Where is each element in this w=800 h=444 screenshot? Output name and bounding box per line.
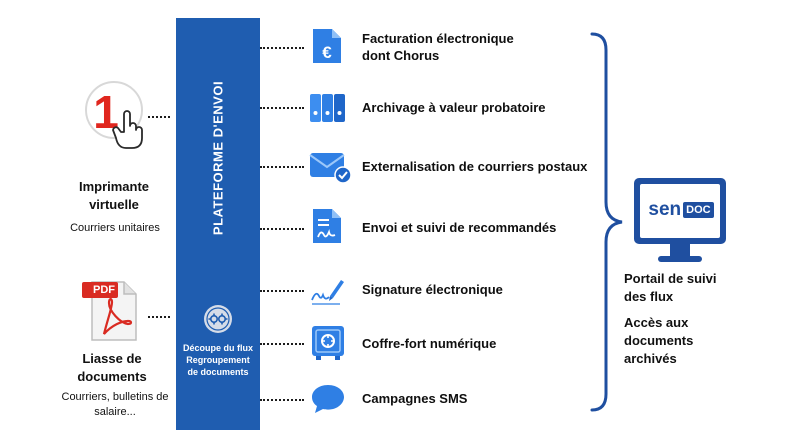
sendoc-logo: sen DOC [645, 198, 717, 222]
gears-processing-icon [204, 305, 232, 333]
process-line-1: Découpe du flux [182, 343, 253, 353]
service-invoicing-line-1: Facturation électronique [362, 31, 514, 46]
connector-service-5 [260, 290, 304, 292]
chat-bubble-icon [312, 385, 344, 413]
service-invoicing-line-2: dont Chorus [362, 48, 440, 63]
logo-text-sen: sen [648, 199, 682, 220]
service-label-signature: Signature électronique [362, 282, 503, 297]
printer-title: Imprimante virtuelle [78, 179, 150, 212]
service-label-sms: Campagnes SMS [362, 391, 468, 406]
portal-title: Portail de suivi des flux [624, 271, 717, 304]
archive-binders-icon [310, 94, 345, 122]
process-line-2: Regroupement [186, 355, 250, 365]
printer-subtitle: Courriers unitaires [70, 222, 160, 234]
platform-bar [176, 18, 260, 430]
signed-document-icon [313, 209, 341, 243]
service-label-safe: Coffre-fort numérique [362, 336, 497, 351]
connector-pdf [148, 316, 170, 318]
service-label-registered: Envoi et suivi de recommandés [362, 220, 557, 235]
grouping-brace [590, 32, 623, 412]
platform-title-wrap: PLATEFORME D'ENVOI [176, 18, 260, 298]
pdf-badge-label: PDF [93, 284, 115, 296]
connector-printer [148, 116, 170, 118]
connector-service-3 [260, 166, 304, 168]
portal-subtitle: Accès aux documents archivés [624, 315, 694, 366]
pen-signature-icon [311, 280, 344, 305]
pdf-subtitle: Courriers, bulletins de salaire... [61, 391, 169, 418]
logo-text-doc: DOC [683, 202, 714, 218]
process-line-3: de documents [187, 367, 249, 377]
connector-service-6 [260, 343, 304, 345]
platform-title: PLATEFORME D'ENVOI [210, 80, 226, 236]
svg-text:€: € [322, 43, 332, 62]
euro-document-icon: € [313, 29, 341, 63]
connector-service-2 [260, 107, 304, 109]
pdf-title: Liasse de documents [77, 351, 147, 384]
service-label-archiving: Archivage à valeur probatoire [362, 100, 546, 115]
pdf-document-icon [82, 281, 137, 341]
envelope-check-icon [309, 153, 352, 184]
monitor-icon [634, 178, 726, 262]
service-label-invoicing: Facturation électronique dont Chorus [362, 30, 514, 64]
safe-icon [312, 326, 344, 360]
connector-service-7 [260, 399, 304, 401]
click-number-one-icon: 1 [85, 81, 143, 149]
virtual-printer-group: 1 [70, 80, 170, 240]
connector-service-1 [260, 47, 304, 49]
process-text: Découpe du flux Regroupement de document… [176, 342, 260, 378]
connector-service-4 [260, 228, 304, 230]
service-label-postal: Externalisation de courriers postaux [362, 159, 588, 174]
